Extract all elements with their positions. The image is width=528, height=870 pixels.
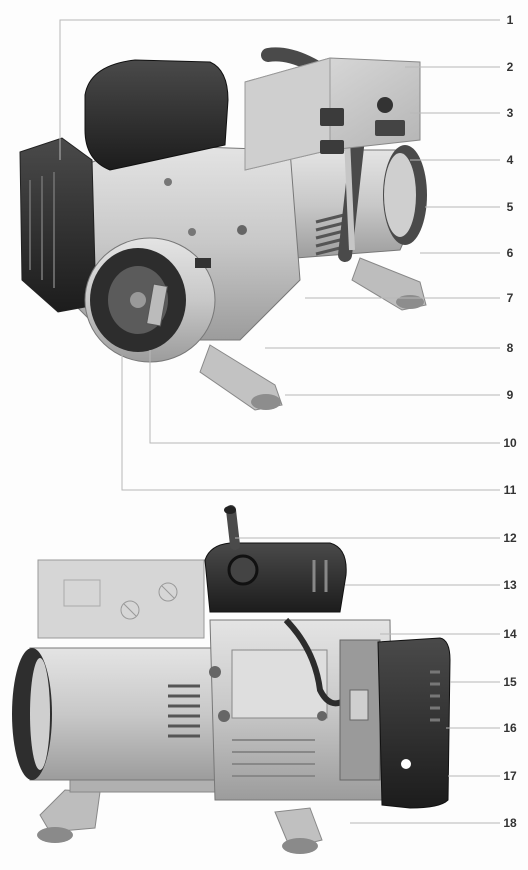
callout-12: 12 — [503, 531, 517, 545]
leader-1 — [59, 19, 500, 160]
callout-3: 3 — [506, 106, 514, 120]
callout-18: 18 — [503, 816, 517, 830]
callout-8: 8 — [506, 341, 514, 355]
callout-5: 5 — [506, 200, 514, 214]
generator-bottom-view — [12, 505, 451, 854]
bottom-control-panel — [37, 559, 205, 639]
callout-6: 6 — [506, 246, 514, 260]
callout-4: 4 — [506, 153, 514, 167]
top-fuel-tank — [19, 137, 97, 313]
callout-7: 7 — [506, 291, 514, 305]
callout-2: 2 — [506, 60, 514, 74]
bottom-starter-cover — [377, 637, 451, 809]
bottom-top-handle — [226, 505, 240, 550]
bottom-alternator-vents — [168, 684, 200, 738]
callout-1: 1 — [506, 13, 514, 27]
callout-10: 10 — [503, 436, 517, 450]
bottom-left-foot — [39, 789, 101, 833]
callout-9: 9 — [506, 388, 514, 402]
callout-13: 13 — [503, 578, 517, 592]
leader-10 — [149, 350, 500, 444]
leader-lines — [59, 19, 500, 824]
generator-top-view — [19, 47, 427, 411]
top-air-filter-cover — [84, 59, 229, 171]
leader-11 — [121, 355, 500, 491]
callout-15: 15 — [503, 675, 517, 689]
bottom-right-foot — [274, 807, 323, 849]
callout-14: 14 — [503, 627, 517, 641]
callout-11: 11 — [503, 483, 517, 497]
bottom-fuel-hose — [283, 617, 347, 707]
bottom-alternator — [29, 647, 231, 781]
callout-16: 16 — [503, 721, 517, 735]
callout-17: 17 — [503, 769, 517, 783]
